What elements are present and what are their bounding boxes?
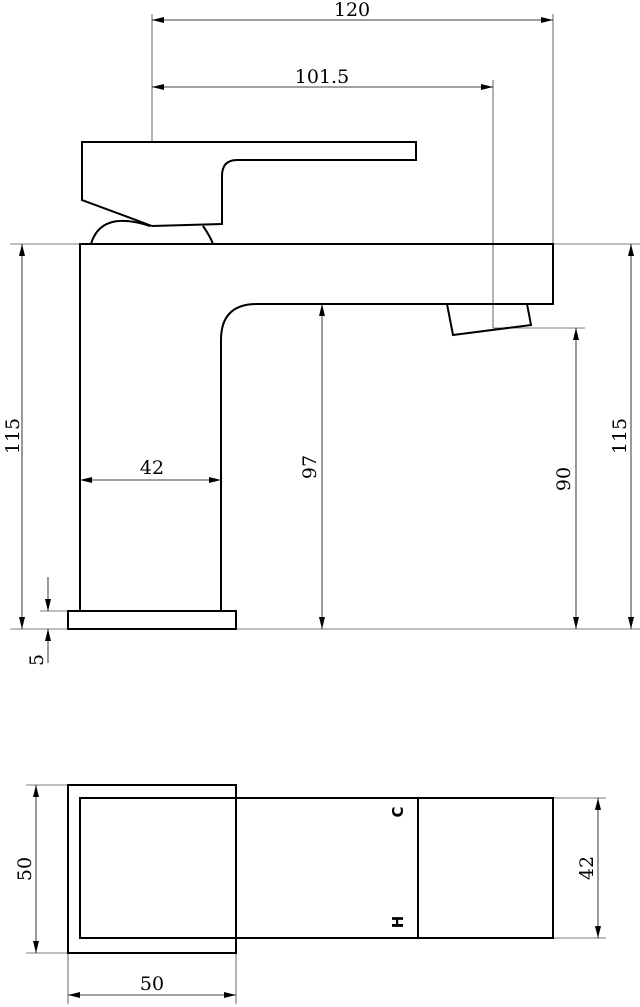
dim-plan-width: 50 (140, 973, 164, 995)
dim-plan-depth: 50 (14, 857, 36, 881)
dim-outlet-height: 90 (553, 467, 575, 491)
lever-handle (81, 141, 417, 228)
handle-dome (90, 219, 151, 245)
dim-body-height-right: 115 (609, 418, 631, 454)
spout-plan (79, 797, 554, 939)
dim-base-thickness: 5 (26, 654, 48, 666)
cold-marking: C (389, 806, 407, 817)
spout-outlet (446, 303, 533, 337)
plan-dimensions: 50 50 42 (14, 784, 606, 1004)
dim-spout-reach: 101.5 (295, 66, 349, 88)
dim-handle-width: 42 (576, 856, 598, 880)
plan-view: C H (67, 784, 554, 954)
dim-body-height-left: 115 (2, 418, 24, 454)
handle-dome-right (202, 225, 214, 245)
dim-spout-clearance: 97 (299, 455, 321, 479)
base-plate-plan (67, 784, 237, 954)
side-elevation (67, 141, 554, 630)
tap-body (79, 243, 554, 611)
side-dimensions: 120 101.5 115 115 42 97 (2, 0, 640, 666)
hot-marking: H (389, 916, 407, 929)
dim-body-width: 42 (140, 457, 164, 479)
dim-overall-length: 120 (334, 0, 370, 21)
base-plate (67, 610, 237, 630)
